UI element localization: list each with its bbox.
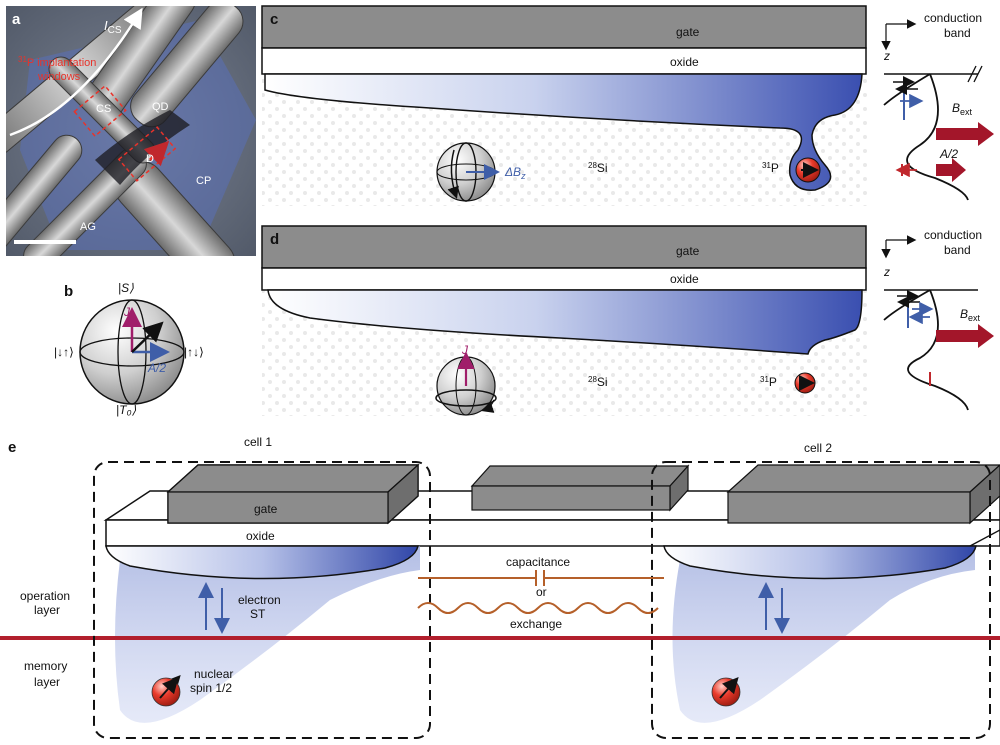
plume-cell2 [672,546,975,723]
cb-label-c-2: band [944,26,971,40]
exchange-wave [417,602,659,614]
conduction-band-d: conduction band z Bext [881,228,994,411]
exchange-label: exchange [510,617,562,631]
nuclear-spin-cell2 [711,677,741,707]
current-arc-arrow [9,7,143,137]
panel-label-d: d [270,231,279,248]
si28-label-c: 28Si [588,161,608,175]
si28-label-d: 28Si [588,375,608,389]
bext-label-c: Bext [952,101,973,117]
electron-wavefunction-c [264,73,863,191]
panel-label-b: b [64,283,73,300]
j-label-d: J [461,343,469,357]
electron-label: electron [238,593,281,607]
cs-label: CS [96,103,111,115]
cb-label-d-1: conduction [924,228,982,242]
a2-label: A/2 [147,361,166,375]
bext-label-d: Bext [960,307,981,323]
panel-b: b |S⟩ |T₀⟩ |↓↑⟩ |↑↓⟩ J A/2 [54,281,204,417]
implantation-window-d [117,126,177,182]
panel-label-c: c [270,11,278,28]
nuclear-label-1: nuclear [194,667,233,681]
qd-label: QD [152,101,169,113]
ag-label: AG [80,221,96,233]
memory-label-2: layer [34,675,60,689]
gate-block-d [261,225,867,269]
delta-bz-label: ΔBz [504,165,526,181]
gate-label-c: gate [676,25,700,39]
bext-arrow-c [936,122,994,146]
nuclear-spin-cell1 [151,675,181,707]
nuclear-label-2: spin 1/2 [190,681,232,695]
cell1-label: cell 1 [244,435,272,449]
a2-label-c: A/2 [939,147,958,161]
p31-label-c: 31P [762,161,779,175]
panel-c: c gate oxide ΔBz 28Si 31P conduction ban… [261,5,994,206]
plume-cell1 [115,546,420,723]
oxide-label-c: oxide [670,55,699,69]
cell2-label: cell 2 [804,441,832,455]
operation-label-1: operation [20,589,70,603]
gate-cell2 [726,464,1000,525]
precession-ring-d [435,389,497,407]
state-vector [131,321,164,353]
ket-s: |S⟩ [118,281,134,295]
electron-wavefunction-d [267,289,863,355]
gate-label-e: gate [254,502,278,516]
wavefunction-bowl-cell2 [663,545,977,580]
ket-down-up: |↓↑⟩ [54,345,74,359]
panel-d: d gate oxide J 28Si 31P conduction band … [261,225,994,416]
panel-e: e [0,435,1000,739]
oxide-label-e: oxide [246,529,275,543]
st-label: ST [250,607,266,621]
gate-block-c [261,5,867,49]
cp-label: CP [196,175,211,187]
ket-up-down: |↑↓⟩ [184,345,204,359]
oxide-label-d: oxide [670,272,699,286]
gate-middle [470,464,690,512]
conduction-band-c: conduction band z Bext A/2 [881,11,994,201]
cell1-box [93,461,431,739]
bext-arrow-d [936,324,994,348]
z-label-c: z [883,49,890,63]
scale-bar [14,240,76,244]
i-cs-label: ICS [104,18,122,36]
capacitance-symbol [418,570,664,586]
wavefunction-bowl-cell1 [105,545,419,580]
d-label: D [146,153,154,165]
capacitance-label: capacitance [506,555,570,569]
sem-gate-fins [6,6,256,256]
operation-label-2: layer [34,603,60,617]
j-label: J [123,305,131,319]
cell2-box [651,461,991,739]
panel-label-a: a [12,11,21,28]
a2-arrow-c [936,158,966,182]
z-label-d: z [883,265,890,279]
p31-label-d: 31P [760,375,777,389]
panel-a: a ICS 31P implantation windows CS QD D C… [6,6,256,256]
cb-label-c-1: conduction [924,11,982,25]
ket-t0: |T₀⟩ [116,403,137,417]
cb-label-d-2: band [944,243,971,257]
panel-label-e: e [8,439,16,456]
rotation-arrow-c [447,149,459,199]
qd-arrow [143,140,170,167]
implantation-label-line2: windows [37,71,81,83]
oxide-slab-front [105,519,1000,547]
or-label: or [536,585,547,599]
oxide-layer-d [261,267,867,291]
implantation-window-cs [73,84,127,138]
implantation-label: 31P implantation [18,55,96,69]
gate-cell1 [166,463,420,525]
gate-label-d: gate [676,244,700,258]
memory-label-1: memory [24,659,67,673]
oxide-layer-c [261,47,867,75]
